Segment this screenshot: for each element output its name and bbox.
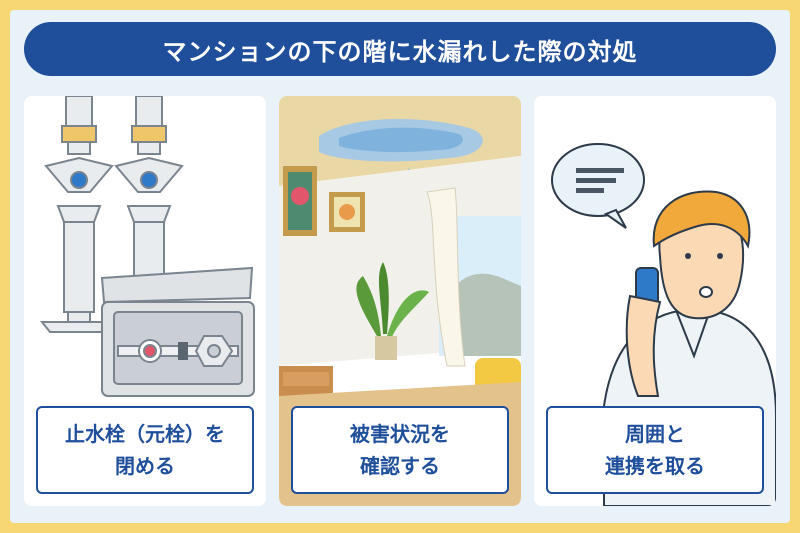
panel-stop-valve: 止水栓（元栓）を 閉める [24,96,266,506]
caption-damage-check: 被害状況を 確認する [291,406,509,494]
title-banner: マンションの下の階に水漏れした際の対処 [24,22,776,76]
caption-line-2: 閉める [115,454,175,478]
caption-line-1: 止水栓（元栓）を [65,422,225,446]
panel-contact-neighbors: 周囲と 連携を取る [534,96,776,506]
page-title: マンションの下の階に水漏れした際の対処 [162,37,638,66]
caption-line-2: 連携を取る [605,454,705,478]
caption-contact-neighbors: 周囲と 連携を取る [546,406,764,494]
caption-stop-valve: 止水栓（元栓）を 閉める [36,406,254,494]
water-valve-illustration [39,96,255,397]
caption-line-2: 確認する [360,454,440,478]
caption-line-1: 周囲と [625,422,685,446]
caption-line-1: 被害状況を [350,422,450,446]
panel-damage-check: 被害状況を 確認する [279,96,521,506]
